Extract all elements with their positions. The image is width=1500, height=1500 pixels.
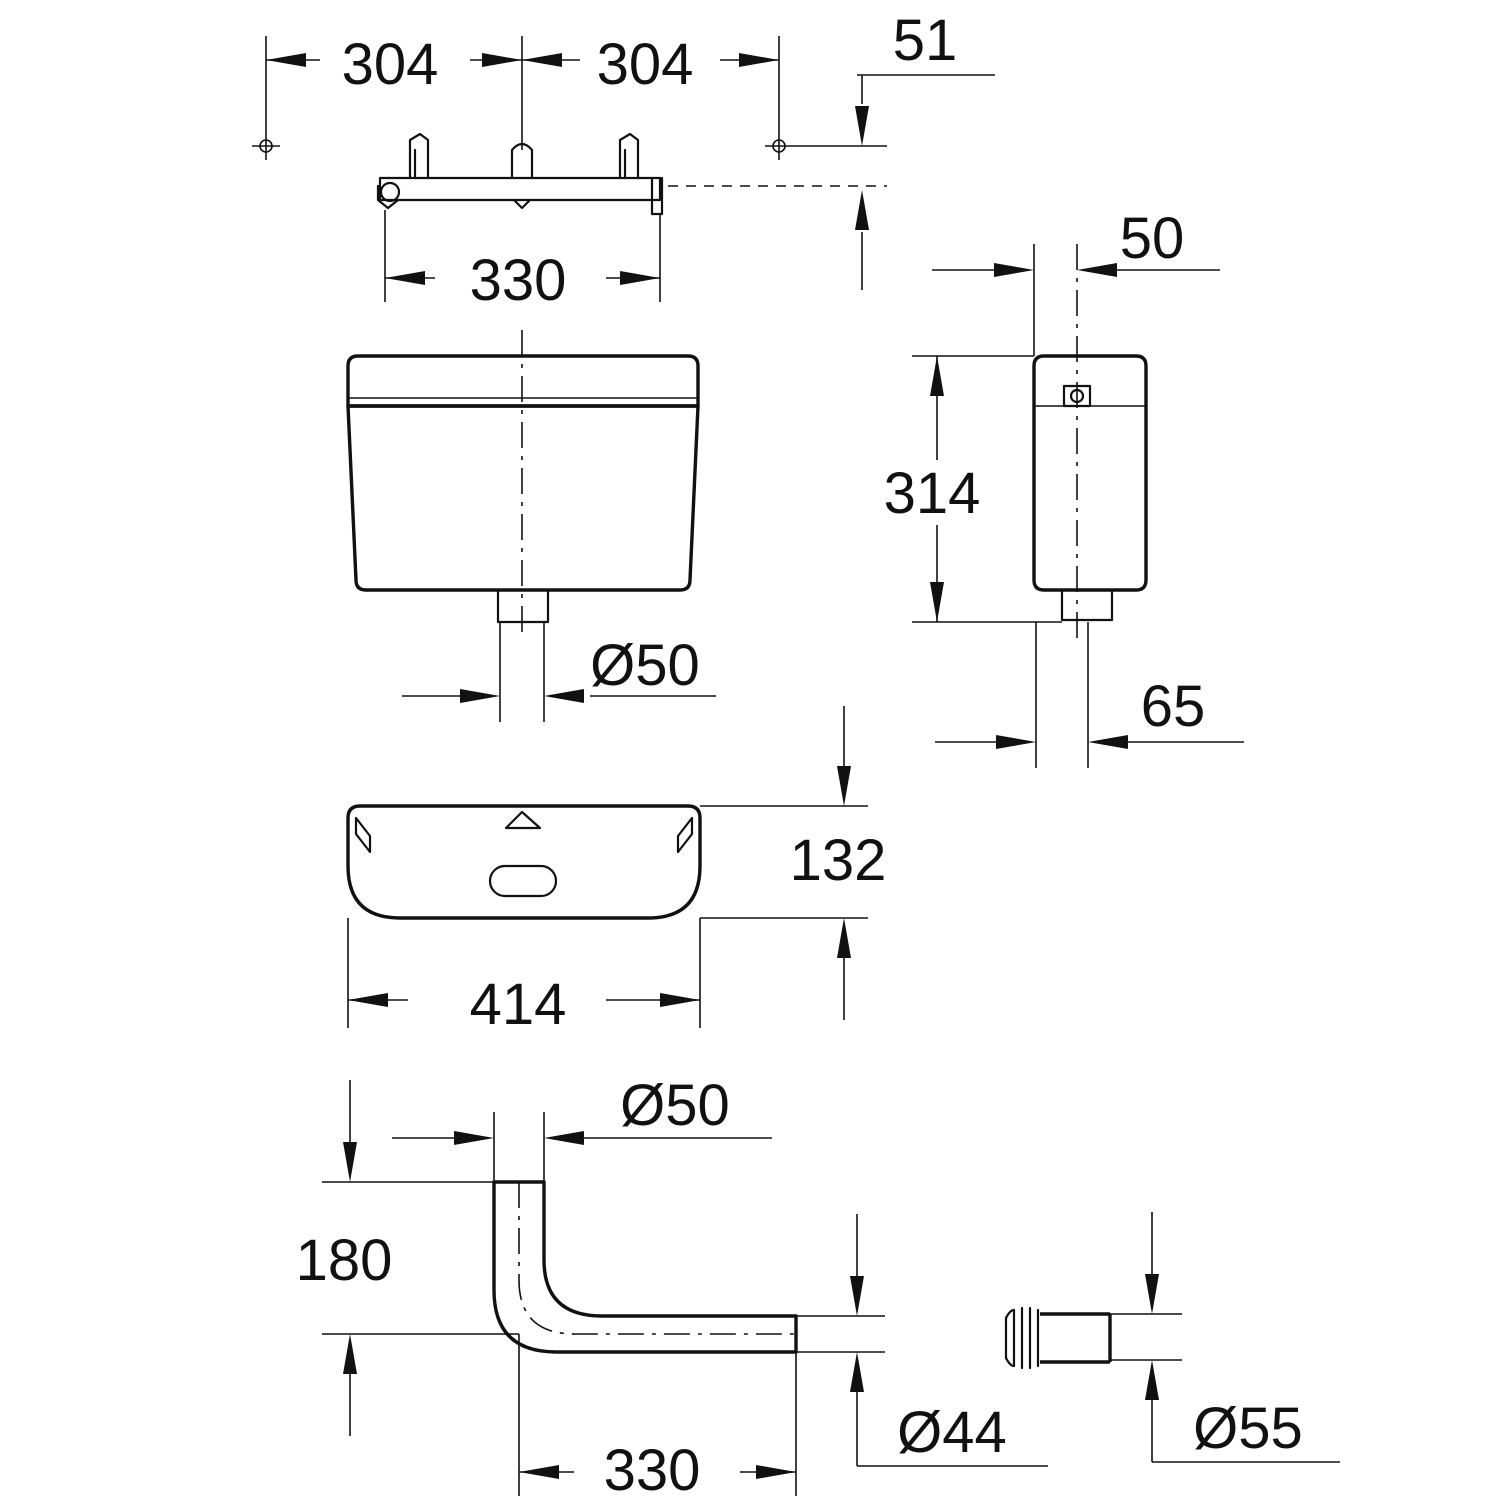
pipe-height-label: 180 xyxy=(296,1228,393,1293)
pipe-length-label: 330 xyxy=(604,1438,701,1500)
mount-hole-left xyxy=(252,139,280,153)
cistern-depth-label: 132 xyxy=(790,828,887,893)
connector-view: Ø55 xyxy=(1004,1212,1340,1463)
mount-hole-right xyxy=(765,139,887,153)
wall-bracket-view: 304 304 51 330 xyxy=(252,8,995,313)
pipe-outlet-diameter-label: Ø44 xyxy=(897,1400,1007,1465)
cistern-front-view: Ø50 xyxy=(346,330,716,722)
cistern-top-view: 132 414 xyxy=(346,706,887,1037)
side-width-label: 50 xyxy=(1120,206,1185,271)
bracket-body xyxy=(376,132,664,216)
mount-spacing-left-label: 304 xyxy=(342,32,439,97)
outlet-diameter-label: Ø50 xyxy=(590,633,700,698)
cistern-height-label: 314 xyxy=(884,461,981,526)
bracket-offset-label: 51 xyxy=(893,8,958,73)
side-outlet-width-label: 65 xyxy=(1141,674,1206,739)
cistern-side-view: 50 314 65 xyxy=(884,206,1244,768)
flush-pipe-view: Ø50 180 Ø44 330 xyxy=(296,1073,1048,1500)
connector-diameter-label: Ø55 xyxy=(1193,1396,1303,1461)
cistern-width-label: 414 xyxy=(470,972,567,1037)
bracket-width-label: 330 xyxy=(470,248,567,313)
mount-spacing-right-label: 304 xyxy=(597,32,694,97)
pipe-diameter-top-label: Ø50 xyxy=(620,1073,730,1138)
